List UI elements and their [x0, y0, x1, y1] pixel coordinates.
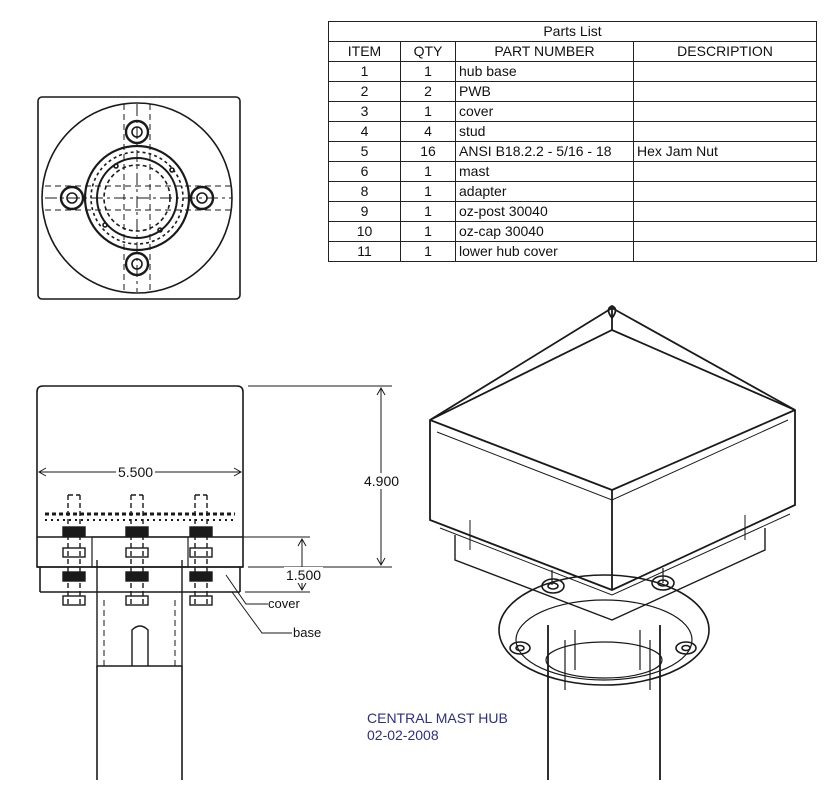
- drawing-caption: CENTRAL MAST HUB 02-02-2008: [367, 710, 508, 744]
- height-dimension-label: 4.900: [362, 473, 402, 489]
- item-cell: 6: [328, 161, 401, 182]
- column-header-item: ITEM: [328, 41, 401, 62]
- parts-list-table: Parts List ITEM QTY PART NUMBER DESCRIPT…: [327, 21, 818, 262]
- description-cell: [632, 61, 818, 82]
- item-cell: 8: [328, 181, 401, 202]
- drawing-title: CENTRAL MAST HUB: [367, 710, 508, 726]
- parts-list-title: Parts List: [327, 21, 818, 42]
- description-cell: Hex Jam Nut: [632, 141, 818, 162]
- item-cell: 4: [328, 121, 401, 142]
- item-cell: 3: [328, 101, 401, 122]
- drawing-date: 02-02-2008: [367, 727, 439, 743]
- description-cell: [632, 161, 818, 182]
- qty-cell: 1: [400, 101, 456, 122]
- cover-leader-label: cover: [268, 596, 300, 611]
- qty-cell: 1: [400, 161, 456, 182]
- part-number-cell: PWB: [455, 81, 634, 102]
- column-header-qty: QTY: [400, 41, 456, 62]
- part-number-cell: lower hub cover: [455, 241, 634, 262]
- item-cell: 10: [328, 221, 401, 242]
- isometric-view: [429, 305, 796, 780]
- part-number-cell: ANSI B18.2.2 - 5/16 - 18: [455, 141, 634, 162]
- part-number-cell: oz-post 30040: [455, 201, 634, 222]
- part-number-cell: cover: [455, 101, 634, 122]
- qty-cell: 1: [400, 221, 456, 242]
- qty-cell: 16: [400, 141, 456, 162]
- qty-cell: 1: [400, 201, 456, 222]
- qty-cell: 1: [400, 241, 456, 262]
- base-leader-label: base: [293, 625, 322, 640]
- item-cell: 2: [328, 81, 401, 102]
- item-cell: 9: [328, 201, 401, 222]
- qty-cell: 1: [400, 181, 456, 202]
- description-cell: [632, 221, 818, 242]
- base-height-dimension-label: 1.500: [284, 567, 324, 583]
- description-cell: [632, 121, 818, 142]
- part-number-cell: adapter: [455, 181, 634, 202]
- part-number-cell: oz-cap 30040: [455, 221, 634, 242]
- description-cell: [632, 101, 818, 122]
- description-cell: [632, 241, 818, 262]
- part-number-cell: mast: [455, 161, 634, 182]
- description-cell: [632, 81, 818, 102]
- column-header-part-number: PART NUMBER: [455, 41, 634, 62]
- front-view: [36, 385, 392, 780]
- qty-cell: 1: [400, 61, 456, 82]
- description-cell: [632, 181, 818, 202]
- column-header-description: DESCRIPTION: [632, 41, 818, 62]
- part-number-cell: hub base: [455, 61, 634, 82]
- description-cell: [632, 201, 818, 222]
- item-cell: 1: [328, 61, 401, 82]
- part-number-cell: stud: [455, 121, 634, 142]
- item-cell: 5: [328, 141, 401, 162]
- width-dimension-label: 5.500: [116, 464, 156, 480]
- parts-list-header: ITEM QTY PART NUMBER DESCRIPTION: [328, 41, 818, 62]
- qty-cell: 2: [400, 81, 456, 102]
- item-cell: 11: [328, 241, 401, 262]
- qty-cell: 4: [400, 121, 456, 142]
- top-view: [37, 96, 241, 300]
